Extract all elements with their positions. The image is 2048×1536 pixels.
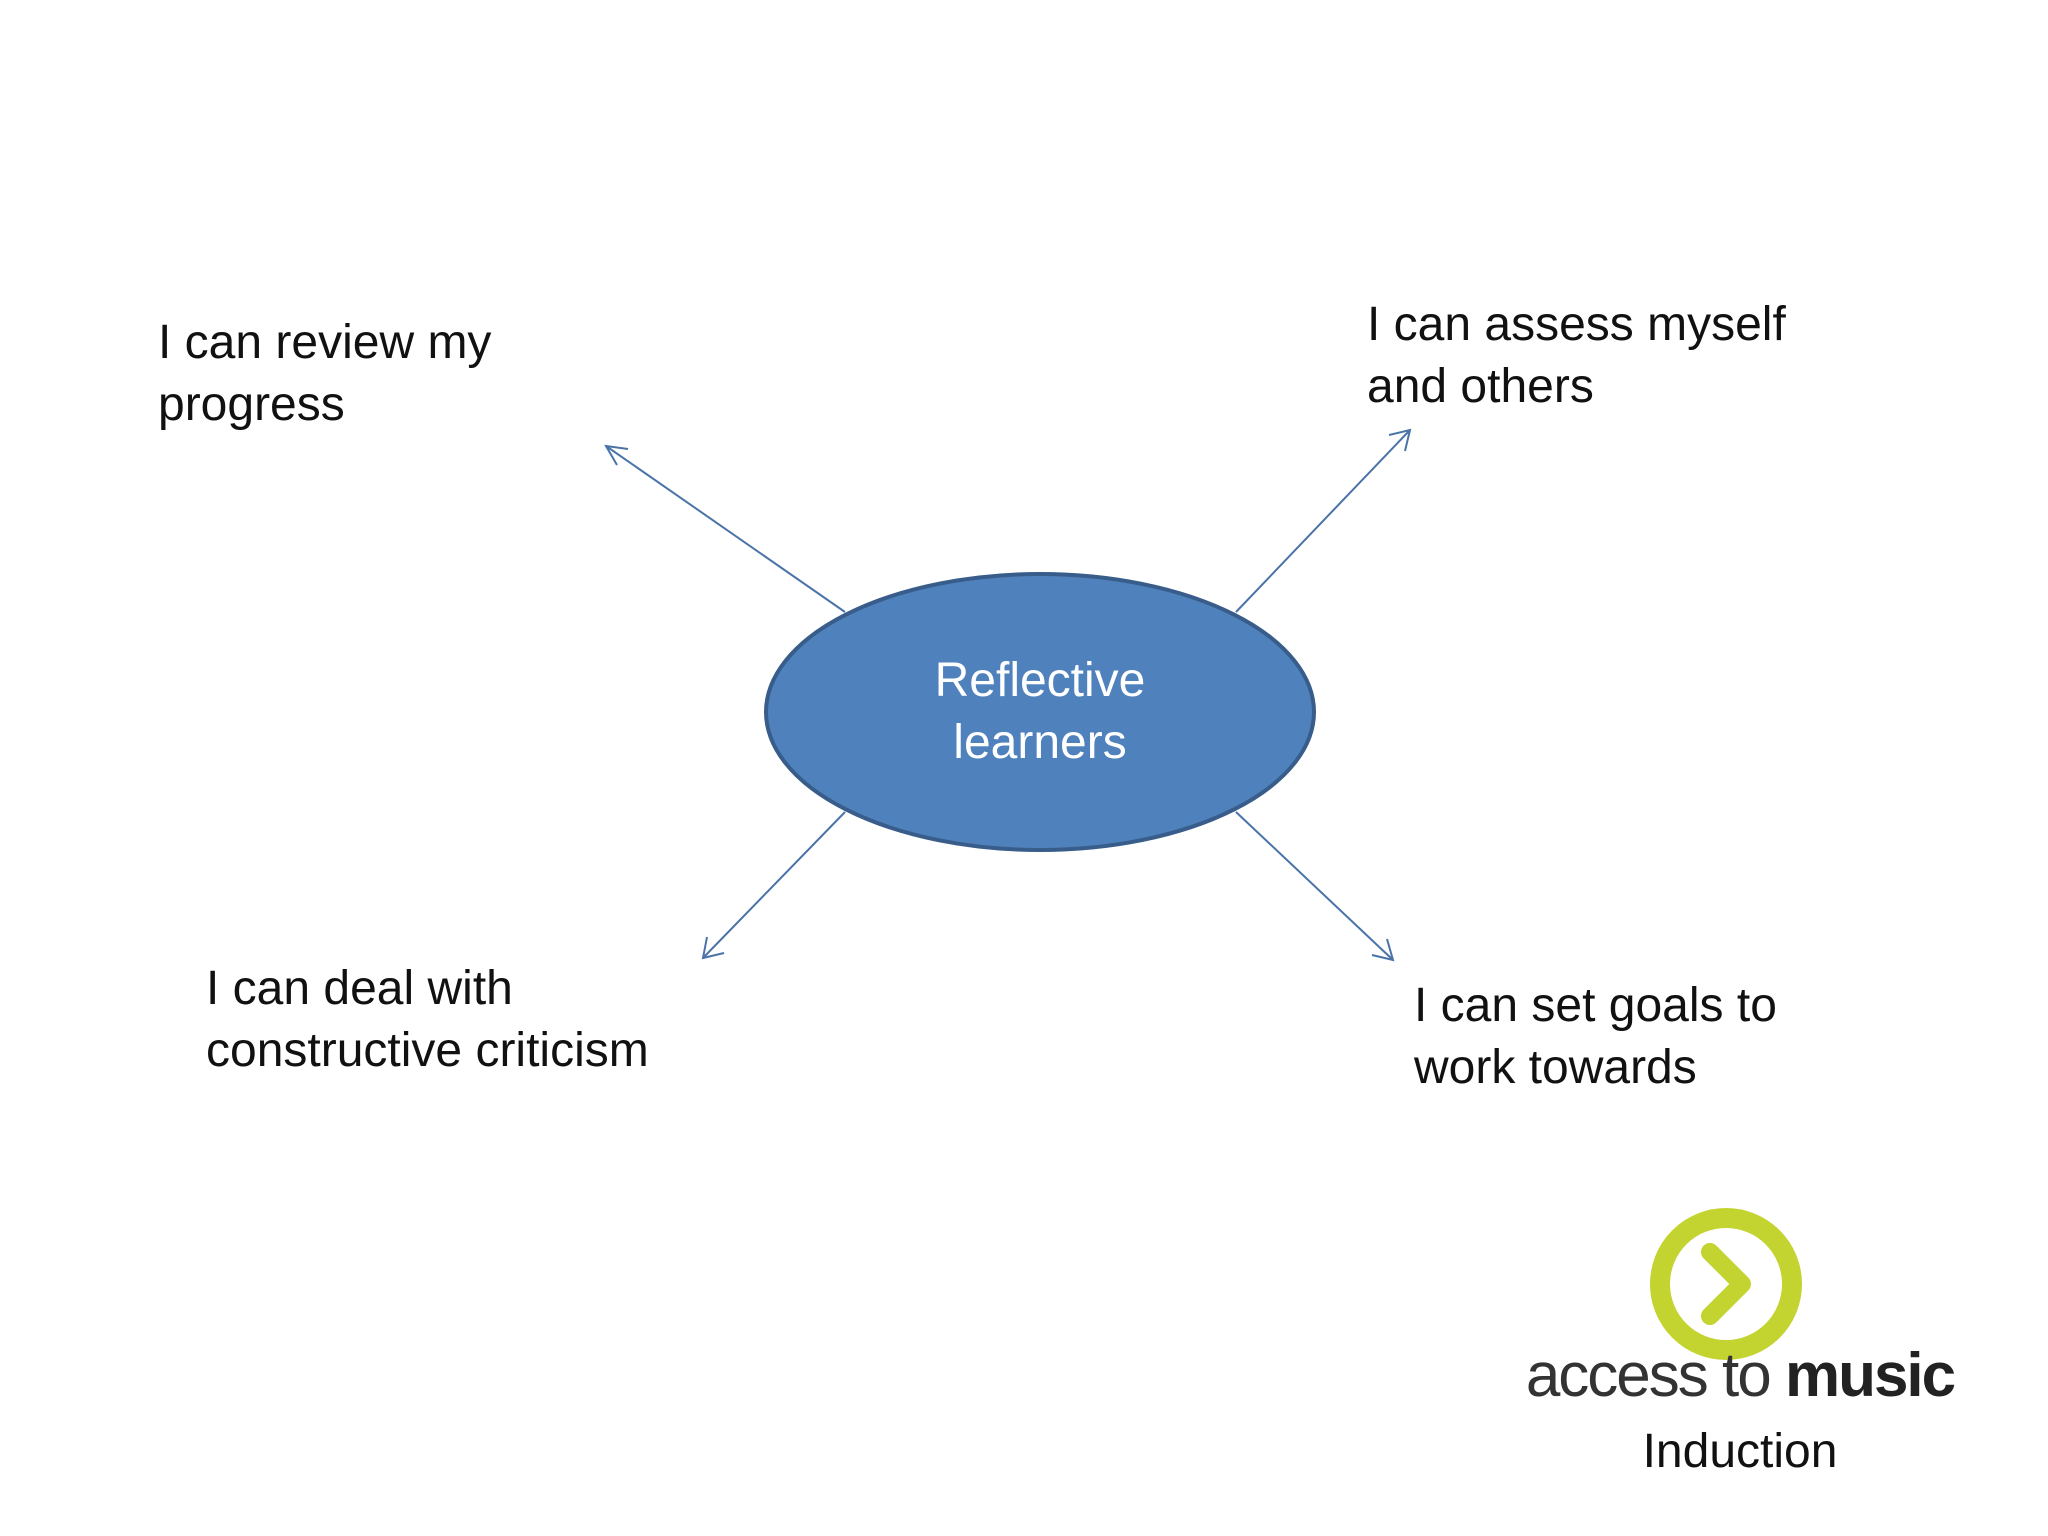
logo-brand-light: access to [1525,1341,1785,1410]
arrow-top-right [1235,429,1411,613]
arrowhead-bottom-right [1371,938,1395,962]
logo-subtitle: Induction [1642,1425,1838,1478]
branch-line: constructive criticism [206,1024,649,1077]
logo-wordmark: access to music [1520,1340,1960,1411]
branch-line: work towards [1414,1041,1697,1094]
logo-ring-icon [1650,1208,1802,1360]
branch-top-right: I can assess myself and others [1367,294,1786,418]
center-ellipse [764,572,1316,852]
chevron-right-icon [1701,1243,1751,1325]
branch-line: I can review my [158,316,492,369]
branch-line: progress [158,378,345,431]
arrow-bottom-left [702,811,846,959]
center-label-line: Reflective [934,654,1146,707]
arrowhead-top-left [604,444,629,466]
arrowhead-bottom-left [701,936,725,960]
branch-line: I can set goals to [1414,979,1777,1032]
arrowhead-top-right [1388,428,1412,452]
arrow-top-left [605,445,846,613]
arrow-bottom-right [1235,811,1394,961]
center-label: Reflective learners [840,650,1240,774]
branch-top-left: I can review my progress [158,312,491,436]
logo-brand-bold: music [1784,1341,1956,1410]
branch-bottom-left: I can deal with constructive criticism [206,958,649,1082]
branch-bottom-right: I can set goals to work towards [1414,975,1777,1099]
center-label-line: learners [953,716,1127,769]
branch-line: I can assess myself [1367,298,1786,351]
branch-line: and others [1367,360,1594,413]
branch-line: I can deal with [206,962,513,1015]
